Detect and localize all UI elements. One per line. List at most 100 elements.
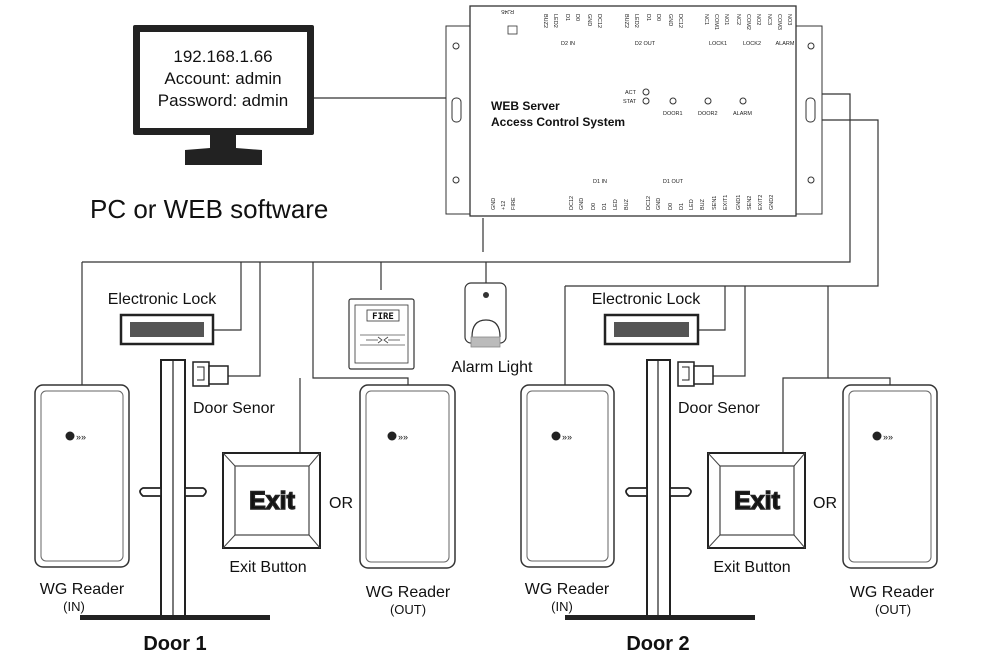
top-group-label: ALARM [776,41,795,47]
bottom-pin-label: D1 [602,203,608,210]
top-pin-label: NO3 [786,14,792,25]
wg-reader-out-1: »» [359,384,456,569]
exit-button-2: Exit [707,452,806,549]
pc-password-text: Password: admin [158,91,288,110]
bottom-group-label: D1 IN [593,179,607,185]
pc-monitor: 192.168.1.66 Account: admin Password: ad… [133,25,314,165]
door-sensor-2 [677,361,714,387]
door-sensor-2-label: Door Senor [678,400,760,417]
bottom-pin-label: LED [689,199,695,210]
top-pin-label: D0 [655,14,661,21]
fire-alarm-device: FIRE [348,298,415,370]
bottom-pin-label: SEN1 [712,196,718,210]
top-pin-label: D1 [645,14,651,21]
door-1-label: Door 1 [143,633,206,655]
power-pin-label: +12 [501,201,507,210]
top-pin-label: COM2 [745,14,751,30]
door-2-label: Door 2 [626,633,689,655]
wg-reader-in-1-sub: (IN) [63,599,85,614]
mount-slot-right [805,97,816,123]
controller-title-2: Access Control System [491,115,625,129]
top-group-label: D2 IN [561,41,575,47]
mount-hole-br [807,176,815,184]
reader-card-icon [387,431,397,441]
bottom-pin-label: GND2 [769,195,775,210]
act-label: ACT [625,90,637,96]
top-pin-label: NC2 [735,14,741,25]
wiring [81,93,891,455]
mount-hole-tl [452,42,460,50]
controller-title-1: WEB Server [491,99,560,113]
power-pin-label: FIRE [511,197,517,210]
wg-reader-in-2-sub: (IN) [551,599,573,614]
wg-reader-in-1-label: WG Reader [40,581,125,598]
reader-wave-icon: »» [398,432,408,442]
top-group-label: D2 OUT [635,41,656,47]
door2-label: DOOR2 [698,111,718,117]
top-pin-label: D1 [564,14,570,21]
alarm-light-label: Alarm Light [452,359,533,376]
bottom-pin-label: LED [613,199,619,210]
door1-label: DOOR1 [663,111,683,117]
wg-reader-out-2: »» [842,384,938,569]
top-pin-label: BUZ2 [623,14,629,28]
bottom-pin-label: D1 [679,203,685,210]
bottom-pin-label: SEN2 [747,196,753,210]
bottom-pin-label: BUZ [700,198,706,210]
electronic-lock-2-label: Electronic Lock [592,291,701,308]
stat-label: STAT [623,99,637,105]
exit-text-1: Exit [249,487,296,515]
or-1-label: OR [329,495,353,512]
alarm-label: ALARM [733,111,752,117]
electronic-lock-2 [603,313,700,346]
wg-reader-out-1-sub: (OUT) [390,602,426,617]
fire-label: FIRE [372,312,394,322]
pc-caption: PC or WEB software [90,194,328,224]
wg-reader-in-2-label: WG Reader [525,581,610,598]
bottom-pin-label: D0 [591,203,597,210]
top-pin-label: D0 [574,14,580,21]
reader-wave-icon: »» [883,432,893,442]
top-pin-label: NC3 [766,14,772,25]
top-group-label: LOCK1 [709,41,727,47]
pc-account-text: Account: admin [164,69,281,88]
bottom-pin-label: GND [579,198,585,210]
door-1 [80,359,270,620]
bottom-pin-label: EXIT2 [758,195,764,210]
bottom-pin-label: GND1 [736,195,742,210]
bottom-pin-label: BUZ [624,198,630,210]
monitor-stand [185,135,262,165]
electronic-lock-1-label: Electronic Lock [108,291,217,308]
top-pin-label: LED2 [633,14,639,28]
top-pin-label: GND [667,14,673,26]
door-sensor-1-label: Door Senor [193,400,275,417]
exit-button-2-label: Exit Button [713,559,790,576]
reader-wave-icon: »» [562,432,572,442]
exit-button-1: Exit [222,452,321,549]
mount-hole-bl [452,176,460,184]
top-pin-label: DC12 [596,14,602,28]
bottom-pin-label: GND [656,198,662,210]
web-server-controller: WEB Server Access Control System ACT STA… [445,5,823,217]
act-led [642,88,650,96]
wg-reader-in-1: »» [34,384,130,568]
alarm-light-device [464,282,507,348]
bottom-group-label: D1 OUT [663,179,684,185]
power-pin-label: GND [491,198,497,210]
top-pin-label: COM3 [776,14,782,30]
door1-led [669,97,677,105]
top-pin-label: LED2 [552,14,558,28]
wg-reader-out-1-label: WG Reader [366,584,451,601]
door-2 [565,359,755,620]
mount-slot-left [451,97,462,123]
top-pin-label: COM1 [713,14,719,30]
wg-reader-out-2-label: WG Reader [850,584,935,601]
top-pin-label: GND [586,14,592,26]
door-sensor-1 [192,361,229,387]
reader-card-icon [65,431,75,441]
bottom-pin-label: D0 [668,203,674,210]
